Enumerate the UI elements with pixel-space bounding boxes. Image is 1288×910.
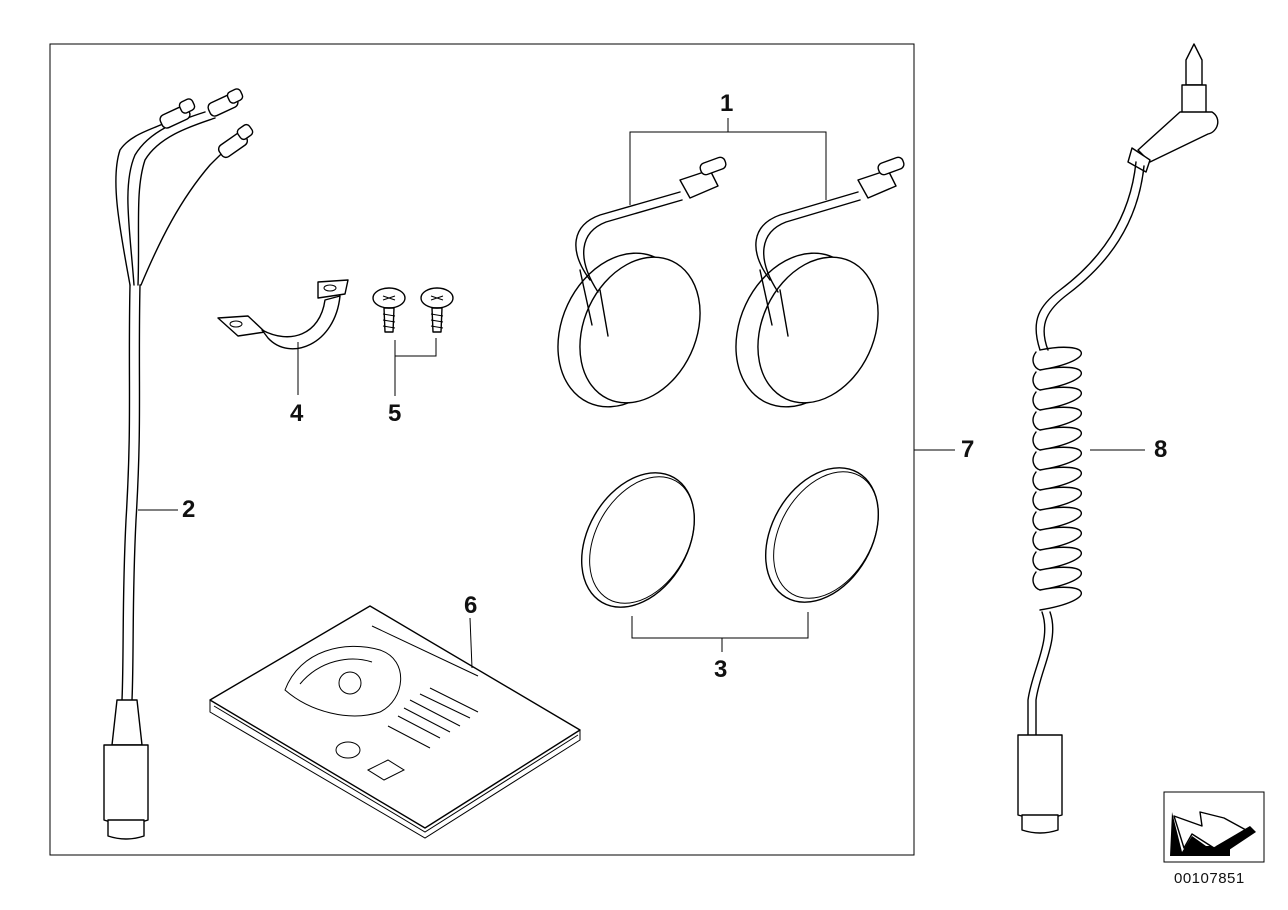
callout-5: 5 bbox=[388, 400, 402, 427]
callout-3: 3 bbox=[714, 656, 728, 683]
screws-part bbox=[372, 287, 454, 396]
callout-2: 2 bbox=[182, 496, 196, 523]
speaker-right-part bbox=[735, 156, 905, 408]
callout-1: 1 bbox=[720, 90, 734, 117]
manual-part bbox=[209, 605, 581, 839]
coiled-cable-part bbox=[1017, 43, 1219, 834]
wiring-harness-part bbox=[103, 88, 254, 840]
callout-7: 7 bbox=[961, 436, 975, 463]
cable-coil bbox=[1032, 346, 1082, 611]
bracket-part bbox=[217, 279, 349, 395]
callout-4: 4 bbox=[290, 400, 304, 427]
document-number: 00107851 bbox=[1174, 870, 1245, 887]
speaker-left-part bbox=[557, 156, 727, 408]
callout-6: 6 bbox=[464, 592, 478, 619]
leader-1 bbox=[629, 118, 827, 205]
callout-8: 8 bbox=[1154, 436, 1168, 463]
direction-arrow-icon bbox=[1163, 791, 1265, 863]
covers-part bbox=[580, 467, 880, 652]
